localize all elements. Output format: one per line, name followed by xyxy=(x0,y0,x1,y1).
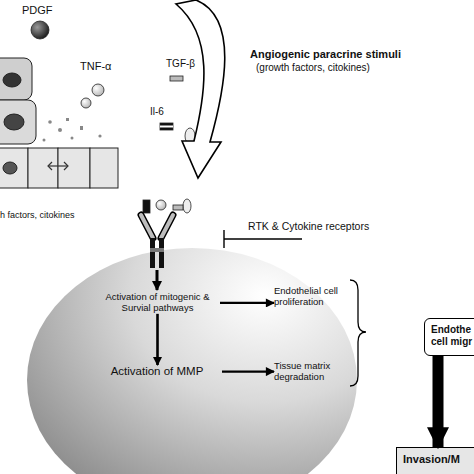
arrow-connector xyxy=(433,356,444,447)
ligand-symbols xyxy=(160,123,173,130)
stimulus-arrow xyxy=(176,0,225,178)
secreted-particles xyxy=(48,120,52,124)
inhibition-line xyxy=(224,238,302,239)
secreted-particles xyxy=(98,134,101,137)
label-text: Il-6 xyxy=(150,106,164,118)
inhibition-line xyxy=(223,230,224,248)
label-text: h factors, citokines xyxy=(0,210,75,220)
receptor-ligands xyxy=(143,199,191,213)
stimulus-arrow xyxy=(176,0,225,178)
cell-layer xyxy=(3,73,21,87)
receptor-ligands xyxy=(183,199,191,213)
node-text: Tissue matrix degradation xyxy=(274,361,340,383)
secreted-particles xyxy=(80,126,83,130)
secreted-particles xyxy=(43,139,46,142)
label-text: TNF-α xyxy=(80,60,111,73)
signal-arrow xyxy=(156,270,159,290)
pathway-text: Activation of mitogenic & Survial pathwa… xyxy=(95,292,220,314)
label-text: PDGF xyxy=(22,4,53,17)
signal-arrow xyxy=(157,270,158,290)
label-text: Angiogenic paracrine stimuli xyxy=(250,48,401,61)
brace xyxy=(350,280,366,386)
cell-layer xyxy=(0,58,118,188)
node-text: Activation of MMP xyxy=(92,365,222,378)
ligand-symbols xyxy=(31,21,49,39)
pathway-text: Activation of MMP xyxy=(92,365,222,378)
arrow-connector xyxy=(222,371,274,373)
ligand-symbols xyxy=(31,21,195,144)
receptor-ligands xyxy=(156,200,166,210)
cell-layer xyxy=(90,148,118,188)
receptor-symbol xyxy=(141,215,173,268)
cell-body xyxy=(27,248,357,474)
secreted-particles xyxy=(66,118,69,121)
secreted-particles xyxy=(71,137,74,140)
cell-layer xyxy=(58,148,90,188)
receptor-symbol xyxy=(141,215,153,238)
cell-junction-arrow xyxy=(48,162,68,170)
inhibition-line xyxy=(224,230,302,248)
secreted-particles xyxy=(43,118,102,142)
ligand-symbols xyxy=(160,126,173,128)
label-text: RTK & Cytokine receptors xyxy=(248,220,369,232)
cell-layer xyxy=(0,148,28,188)
receptor-symbol xyxy=(159,238,164,268)
receptor-ligands xyxy=(143,200,150,213)
receptor-symbol xyxy=(150,238,155,268)
receptor-symbol xyxy=(150,248,164,252)
cell-layer xyxy=(4,114,24,130)
label-text: (growth factors, citokines) xyxy=(256,62,370,74)
receptor-symbol xyxy=(161,215,173,238)
cell-layer xyxy=(28,148,58,188)
ligand-symbols xyxy=(81,98,91,108)
node-text: Endothe cell migr xyxy=(431,324,474,347)
cell-layer xyxy=(3,162,17,174)
cell-junction-arrow xyxy=(48,162,68,170)
cell-layer xyxy=(0,100,36,144)
outcome-text: Endothelial cell proliferation xyxy=(274,286,346,308)
node-text: Invasion/M xyxy=(403,453,474,466)
node-text: Endothelial cell proliferation xyxy=(274,286,346,308)
receptor-ligands xyxy=(173,205,183,210)
arrow-connector xyxy=(156,314,159,365)
receptor-symbol xyxy=(161,215,173,238)
label-text: TGF-β xyxy=(166,58,195,70)
ligand-symbols xyxy=(92,84,104,96)
cell-body xyxy=(27,248,357,474)
ligand-symbols xyxy=(170,76,183,81)
cell-layer xyxy=(0,58,32,100)
arrow-connector xyxy=(220,302,274,304)
outcome-text: Tissue matrix degradation xyxy=(274,361,340,383)
node-text: Activation of mitogenic & Survial pathwa… xyxy=(95,292,220,314)
secreted-particles xyxy=(58,128,62,132)
cell-junction-arrow xyxy=(48,165,68,166)
receptor-symbol xyxy=(141,215,153,238)
brace xyxy=(350,280,366,386)
process-box: Endothe cell migr xyxy=(424,318,474,356)
process-box: Invasion/M xyxy=(396,447,474,474)
